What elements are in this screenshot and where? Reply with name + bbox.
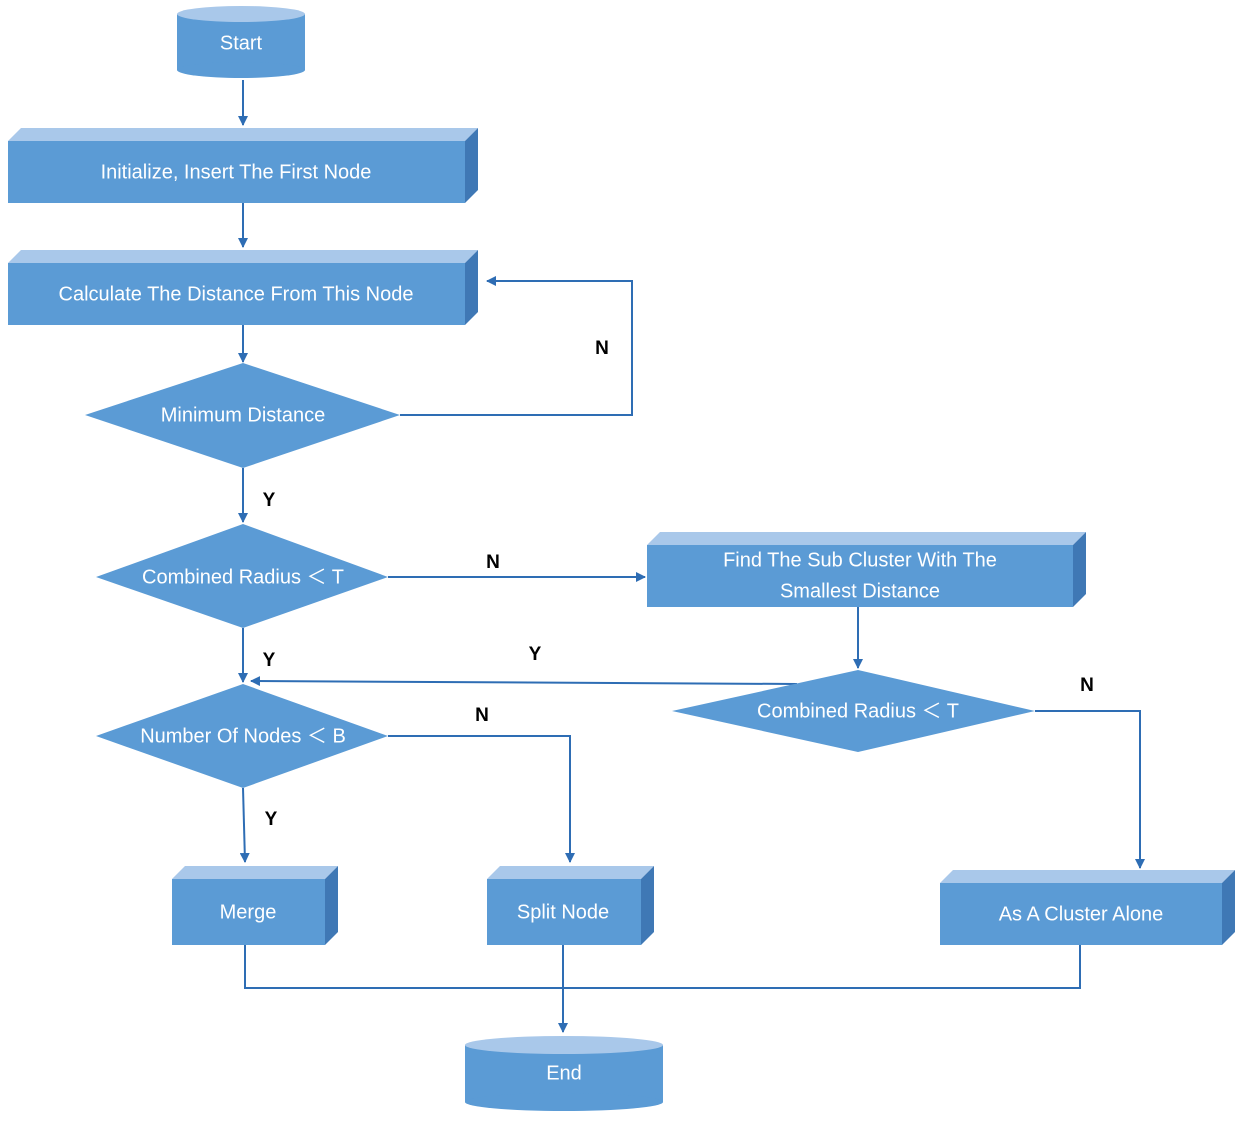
edge-radius2-no xyxy=(1035,710,1145,869)
calculate-label: Calculate The Distance From This Node xyxy=(59,283,414,305)
combined-radius-2-label: Combined Radius ＜ T xyxy=(757,700,959,722)
edge-nodes-no xyxy=(388,735,575,863)
edge-radius2-yes xyxy=(250,676,798,687)
edges xyxy=(238,80,1145,1033)
initialize-label: Initialize, Insert The First Node xyxy=(101,161,372,183)
label-minimum-no: N xyxy=(595,338,609,359)
label-nodes-yes: Y xyxy=(265,809,278,830)
edge-merge-join xyxy=(244,945,1081,989)
edge-minimum-no-loop xyxy=(400,276,633,416)
combined-radius-2-node: Combined Radius ＜ T xyxy=(672,670,1035,752)
find-sub-cluster-label-line2: Smallest Distance xyxy=(780,580,940,602)
cluster-alone-node: As A Cluster Alone xyxy=(940,870,1235,945)
label-radius2-no: N xyxy=(1080,675,1094,696)
label-radius2-yes: Y xyxy=(529,644,542,665)
split-node-label: Split Node xyxy=(517,901,609,923)
minimum-distance-node: Minimum Distance xyxy=(85,363,400,468)
label-radius1-yes: Y xyxy=(263,650,276,671)
start-label: Start xyxy=(220,32,263,54)
label-nodes-no: N xyxy=(475,705,489,726)
minimum-distance-label: Minimum Distance xyxy=(161,404,325,426)
edge-nodes-yes xyxy=(239,787,250,863)
combined-radius-1-label: Combined Radius ＜ T xyxy=(142,566,344,588)
split-node-node: Split Node xyxy=(487,866,654,945)
combined-radius-1-node: Combined Radius ＜ T xyxy=(96,524,388,628)
number-of-nodes-node: Number Of Nodes ＜ B xyxy=(96,684,388,788)
merge-label: Merge xyxy=(220,901,277,923)
cluster-alone-label: As A Cluster Alone xyxy=(999,903,1164,925)
end-label: End xyxy=(546,1062,582,1084)
start-node: Start xyxy=(177,6,305,78)
find-sub-cluster-label-line1: Find The Sub Cluster With The xyxy=(723,549,997,571)
calculate-node: Calculate The Distance From This Node xyxy=(8,250,478,325)
number-of-nodes-label: Number Of Nodes ＜ B xyxy=(140,725,346,747)
merge-node: Merge xyxy=(172,866,338,945)
edge-labels: N Y N Y Y N N Y xyxy=(263,338,1094,830)
label-radius1-no: N xyxy=(486,552,500,573)
initialize-node: Initialize, Insert The First Node xyxy=(8,128,478,203)
find-sub-cluster-node: Find The Sub Cluster With The Smallest D… xyxy=(647,532,1086,607)
label-minimum-yes: Y xyxy=(263,490,276,511)
end-node: End xyxy=(465,1036,663,1111)
